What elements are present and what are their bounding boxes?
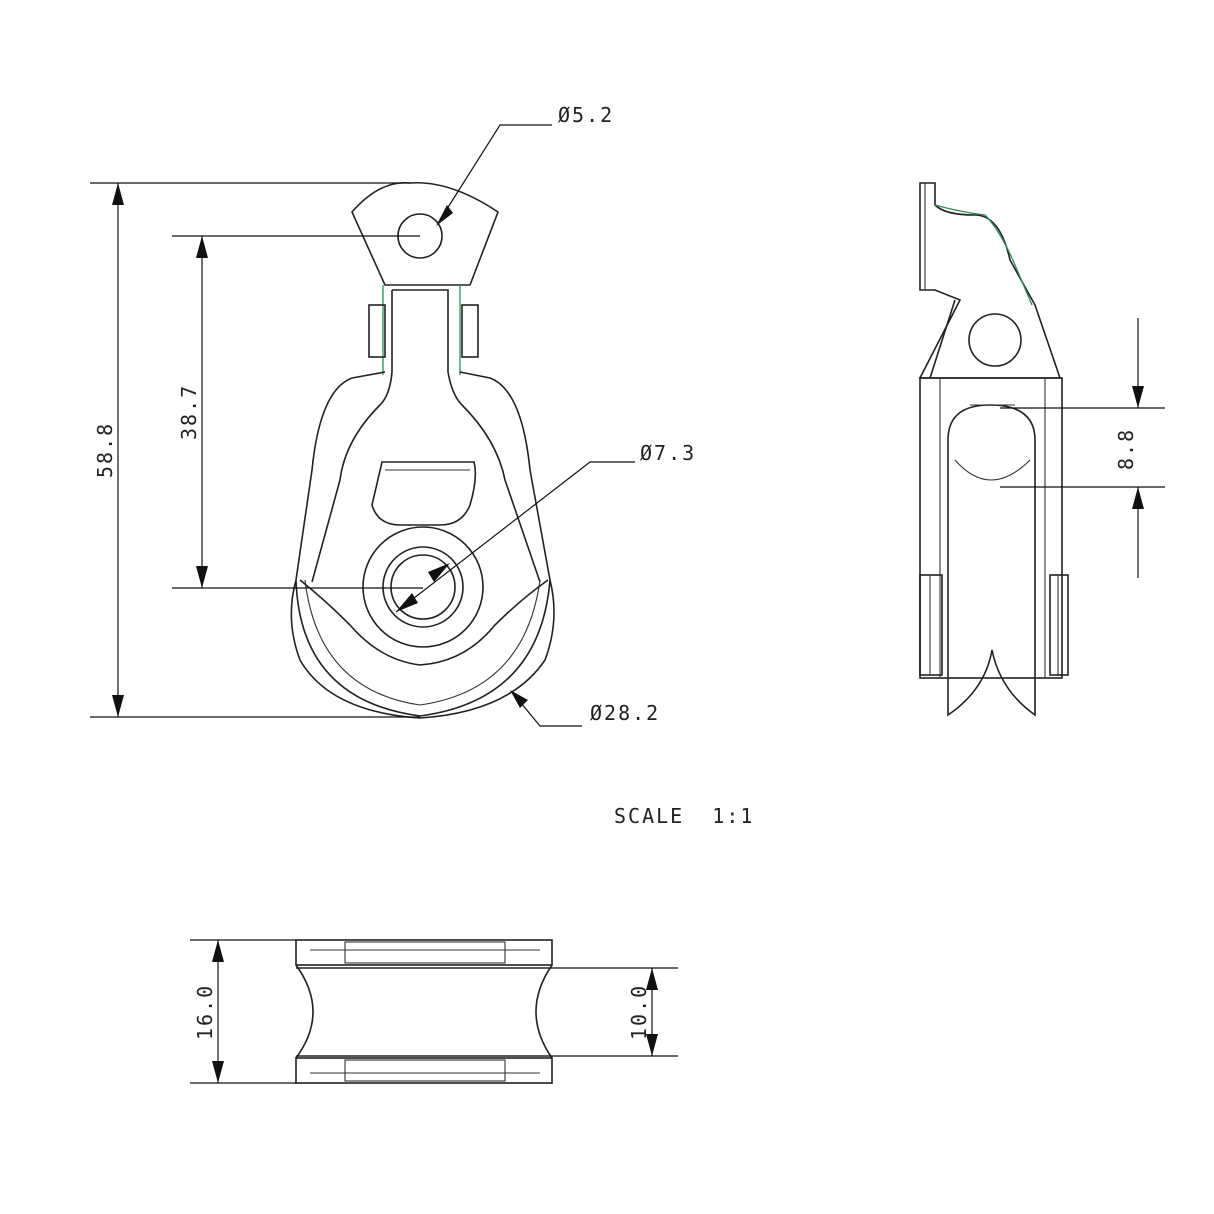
cheek-plate	[290, 371, 555, 719]
side-sheave	[947, 404, 1036, 717]
axle-hole-outer	[382, 546, 464, 628]
axle-hole	[390, 554, 456, 620]
side-view	[918, 182, 1069, 717]
side-swivel	[918, 182, 1062, 379]
swivel-head	[351, 181, 499, 286]
scale-label: SCALE 1:1	[614, 804, 754, 828]
bottom-view	[295, 939, 553, 1084]
dim-top-hole-label: Ø5.2	[558, 103, 614, 127]
swivel-shaft	[391, 289, 449, 372]
side-top-hole	[968, 313, 1022, 367]
dim-width-label: 16.0	[193, 984, 217, 1040]
side-body	[919, 377, 1063, 679]
sheave-groove	[295, 964, 553, 1059]
top-plate	[295, 939, 553, 966]
dim-sheave-diameter-label: Ø28.2	[590, 701, 660, 725]
dim-center-distance-label: 38.7	[177, 384, 201, 440]
left-flange	[919, 574, 943, 676]
bottom-plate	[295, 1057, 553, 1084]
dim-groove-label: 8.8	[1114, 428, 1138, 470]
side-dimensions	[1000, 318, 1165, 578]
bottom-dimensions	[190, 939, 678, 1084]
slot	[371, 461, 477, 526]
right-flange	[1049, 574, 1069, 676]
right-lug	[461, 304, 479, 358]
front-dimensions	[90, 124, 635, 727]
axle-boss	[362, 526, 484, 648]
left-lug	[368, 304, 386, 358]
front-view	[290, 181, 555, 719]
sheave-outline	[295, 579, 551, 717]
dim-overall-height-label: 58.8	[93, 422, 117, 478]
dim-axle-hole-label: Ø7.3	[640, 441, 696, 465]
dim-groove-width-label: 10.0	[627, 984, 651, 1040]
